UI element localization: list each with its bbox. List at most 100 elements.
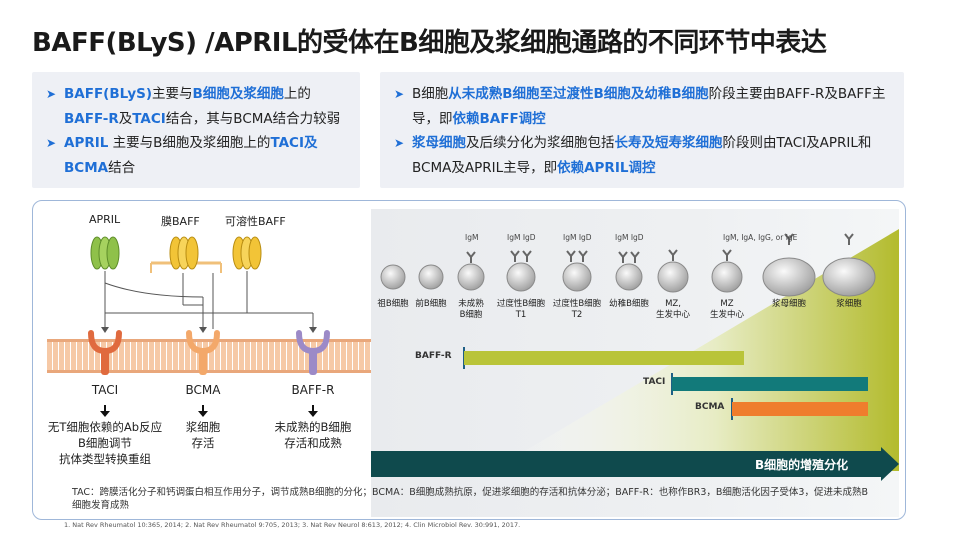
highlight-text: 长寿及短寿浆细胞 — [614, 135, 723, 151]
bullet-arrow-icon: ➤ — [46, 87, 57, 101]
body-text: 及后续分化为浆细胞包括 — [466, 135, 615, 151]
b-cell-icon — [562, 250, 592, 292]
body-text: 上的 — [283, 86, 311, 102]
bcma-receptor-icon — [186, 330, 220, 375]
b-cell-icon — [762, 233, 816, 297]
proliferation-arrow-label: B细胞的增殖分化 — [755, 458, 849, 472]
receptor-label-baffr: BAFF-R — [291, 383, 335, 397]
summary-box-left: ➤ BAFF(BLyS)主要与B细胞及浆细胞上的BAFF-R及TACI结合，其与… — [32, 72, 360, 188]
body-text: B细胞 — [412, 86, 449, 102]
antibody-icon — [510, 250, 520, 262]
binding-connection-lines — [101, 271, 317, 333]
antibody-icon — [566, 250, 576, 262]
b-cell-icon — [822, 233, 876, 297]
cell-name: MZ,生发中心 — [655, 299, 690, 320]
antibody-icon — [844, 233, 854, 245]
bullet-arrow-icon: ➤ — [394, 87, 405, 101]
summary-bullet-plasmablast: ➤ 浆母细胞及后续分化为浆细胞包括长寿及短寿浆细胞阶段则由TACI及APRIL和… — [394, 131, 890, 180]
body-text: 主要与B细胞及浆细胞上的 — [108, 135, 271, 151]
receptor-icons — [88, 330, 330, 417]
ligand-label-membrane-baff: 膜BAFF — [161, 215, 200, 228]
cell-icons — [380, 233, 876, 297]
cell-name: 祖B细胞 — [377, 299, 409, 309]
references: 1. Nat Rev Rheumatol 10:365, 2014; 2. Na… — [64, 521, 521, 529]
baffr-receptor-icon — [296, 330, 330, 375]
highlight-text: BAFF(BLyS) — [64, 86, 153, 102]
bar-label-baffr: BAFF-R — [415, 351, 452, 361]
b-cell-icon — [711, 249, 743, 293]
ligand-label-soluble-baff: 可溶性BAFF — [225, 215, 286, 228]
receptor-label-taci: TACI — [91, 383, 119, 397]
b-cell-icon — [657, 249, 689, 293]
cell-name: 幼稚B细胞 — [609, 299, 649, 309]
bullet-text: BAFF(BLyS)主要与B细胞及浆细胞上的 BAFF-R及TACI结合，其与BC… — [64, 86, 340, 127]
summary-bullet-april: ➤ APRIL 主要与B细胞及浆细胞上的TACI及BCMA结合 — [46, 131, 346, 180]
summary-bullet-baff: ➤ BAFF(BLyS)主要与B细胞及浆细胞上的 BAFF-R及TACI结合，其与… — [46, 82, 346, 131]
ig-label: IgM IgD — [507, 233, 536, 242]
antibody-icon — [618, 251, 628, 263]
highlight-text: 浆母细胞 — [412, 135, 466, 151]
ligand-label-april: APRIL — [89, 213, 121, 226]
highlight-text: 依赖BAFF调控 — [452, 110, 546, 127]
antibody-icon — [784, 233, 794, 245]
cell-name: 前B细胞 — [415, 299, 447, 309]
summary-box-right: ➤ B细胞从未成熟B细胞至过渡性B细胞及幼稚B细胞阶段主要由BAFF-R及BAF… — [380, 72, 904, 188]
bullet-text: 浆母细胞及后续分化为浆细胞包括长寿及短寿浆细胞阶段则由TACI及APRIL和BC… — [412, 135, 871, 176]
page-title: BAFF(BLyS) /APRIL的受体在B细胞及浆细胞通路的不同环节中表达 — [32, 28, 827, 58]
antibody-icon — [722, 249, 732, 261]
taci-receptor-icon — [88, 330, 122, 375]
highlight-text: B细胞及浆细胞 — [192, 86, 284, 102]
april-ligand-icon — [90, 236, 120, 270]
membrane-baff-ligand-icon — [169, 236, 199, 270]
bullet-text: B细胞从未成熟B细胞至过渡性B细胞及幼稚B细胞阶段主要由BAFF-R及BAFF主… — [412, 86, 885, 127]
highlight-text: BAFF-R — [64, 110, 119, 127]
body-text: 阶段主要由BAFF-R及BAFF主导，即 — [412, 86, 886, 127]
b-cell-icon — [418, 264, 444, 290]
bullet-arrow-icon: ➤ — [46, 136, 57, 150]
ig-label: IgM IgD — [563, 233, 592, 242]
body-text: 及 — [118, 110, 133, 127]
bullet-text: APRIL 主要与B细胞及浆细胞上的TACI及BCMA结合 — [64, 135, 317, 176]
body-text: 结合 — [108, 159, 136, 176]
body-text: 主要与 — [152, 86, 193, 102]
abbreviation-footnote: TAC：跨膜活化分子和钙调蛋白相互作用分子，调节成熟B细胞的分化；BCMA：B细… — [72, 487, 868, 511]
highlight-text: 从未成熟B细胞至过渡性B细胞及幼稚B细胞 — [448, 86, 709, 102]
taci-expression-bar — [672, 377, 868, 391]
antibody-icon — [630, 251, 640, 263]
b-cell-icon — [506, 250, 536, 292]
antibody-icon — [522, 250, 532, 262]
baffr-function: 未成熟的B细胞 存活和成熟 — [274, 420, 352, 450]
summary-bullet-bcell: ➤ B细胞从未成熟B细胞至过渡性B细胞及幼稚B细胞阶段主要由BAFF-R及BAF… — [394, 82, 890, 131]
bcma-function: 浆细胞 存活 — [185, 420, 221, 450]
ig-label: IgM IgD — [615, 233, 644, 242]
proliferation-arrow — [371, 447, 899, 481]
b-cell-icon — [380, 264, 406, 290]
highlight-text: APRIL — [64, 135, 109, 151]
antibody-icon — [668, 249, 678, 261]
antibody-icon — [578, 250, 588, 262]
baffr-expression-bar — [464, 351, 744, 365]
soluble-baff-ligand-icon — [232, 236, 262, 270]
taci-function: 无T细胞依赖的Ab反应 B细胞调节 抗体类型转换重组 — [47, 420, 163, 466]
antibody-icon — [466, 251, 476, 263]
bar-label-taci: TACI — [643, 377, 666, 387]
body-text: 结合，其与BCMA结合力较弱 — [165, 110, 341, 127]
diagram-panel: APRIL 膜BAFF 可溶性BAFF — [32, 200, 906, 520]
ig-label: IgM — [465, 233, 479, 242]
b-cell-icon — [457, 251, 485, 291]
b-cell-icon — [615, 251, 643, 291]
highlight-text: TACI — [132, 110, 166, 127]
signal-arrows — [100, 405, 318, 417]
highlight-text: 依赖APRIL调控 — [557, 159, 656, 176]
bullet-arrow-icon: ➤ — [394, 136, 405, 150]
receptor-label-bcma: BCMA — [185, 383, 221, 397]
cell-name: 浆母细胞 — [771, 299, 806, 309]
body-text: 阶段则由TACI及APRIL和BCMA及APRIL主导，即 — [412, 135, 872, 176]
cell-name: 浆细胞 — [836, 299, 862, 309]
ligand-receptor-diagram — [90, 236, 317, 333]
